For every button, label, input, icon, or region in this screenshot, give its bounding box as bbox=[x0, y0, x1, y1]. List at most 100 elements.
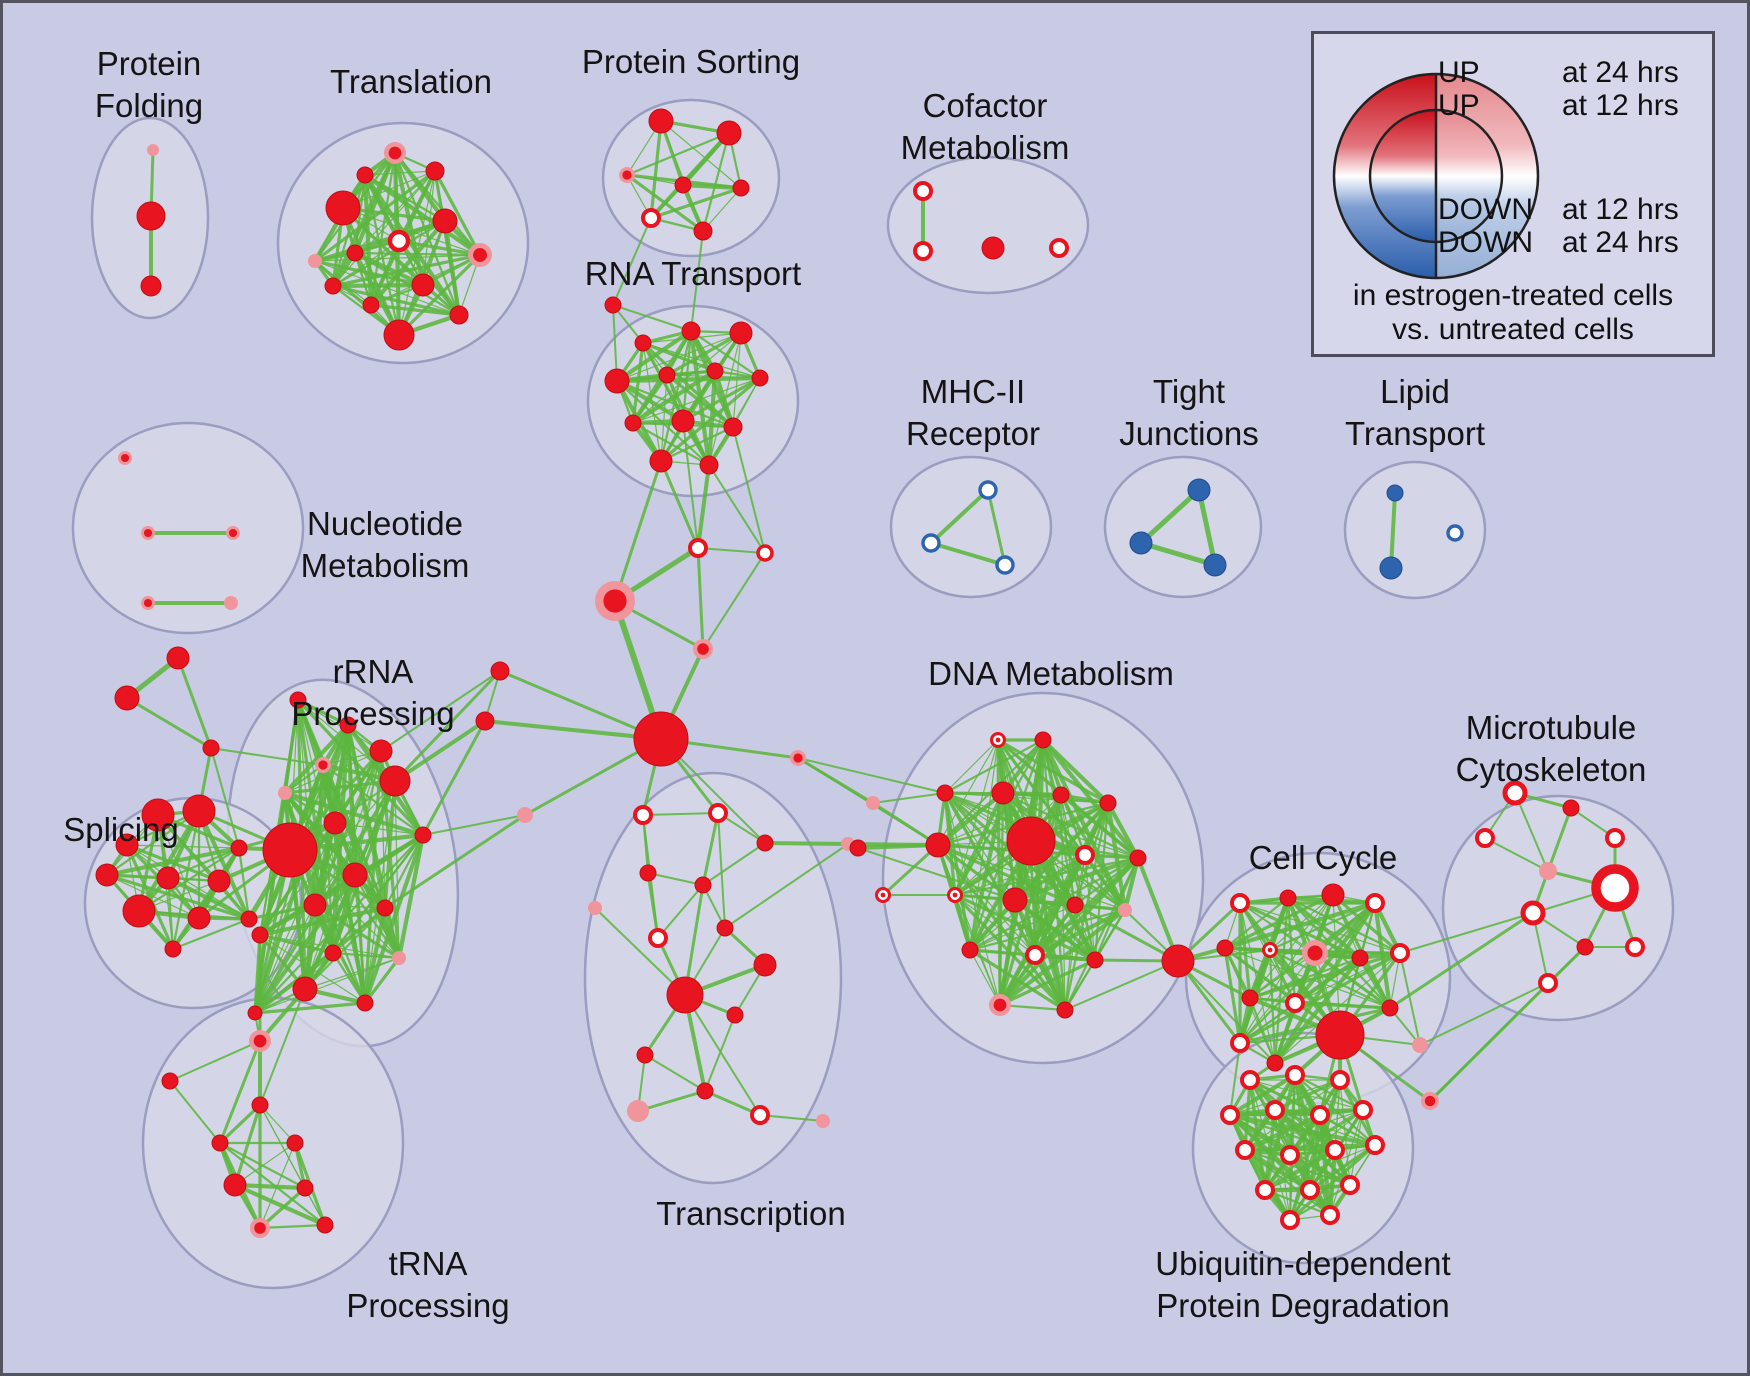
cluster-microtubule-cytoskeleton bbox=[1441, 794, 1675, 1022]
node-up bbox=[1216, 939, 1234, 957]
network-edge bbox=[929, 541, 1007, 567]
node-up-ring bbox=[387, 229, 411, 253]
node-up bbox=[991, 781, 1015, 805]
node-up bbox=[324, 277, 342, 295]
node-up bbox=[1315, 1010, 1365, 1060]
node-up-weak bbox=[147, 144, 159, 156]
node-up-ring bbox=[1320, 1205, 1340, 1225]
node-down bbox=[1379, 556, 1403, 580]
network-edge bbox=[364, 170, 436, 176]
node-up bbox=[1006, 816, 1056, 866]
node-up bbox=[753, 953, 777, 977]
node-up-dot bbox=[952, 892, 958, 898]
node-up-ring bbox=[708, 803, 728, 823]
node-up bbox=[1351, 949, 1369, 967]
network-edge bbox=[1063, 856, 1140, 1012]
network-edge bbox=[498, 669, 663, 741]
network-edge bbox=[218, 1039, 262, 1145]
network-edge bbox=[612, 304, 692, 332]
network-edge bbox=[1269, 894, 1334, 951]
network-edge bbox=[313, 259, 425, 287]
network-edge bbox=[636, 1089, 707, 1113]
node-up-ring bbox=[1049, 238, 1069, 258]
network-edge bbox=[642, 812, 719, 816]
network-edge bbox=[614, 375, 763, 384]
node-up-ring bbox=[1340, 1175, 1360, 1195]
node-up bbox=[1086, 951, 1104, 969]
network-edge bbox=[1331, 893, 1402, 955]
node-down-ring bbox=[995, 555, 1015, 575]
node-up-core bbox=[388, 146, 402, 160]
network-edge bbox=[1273, 1078, 1342, 1112]
node-up-ring bbox=[1285, 993, 1305, 1013]
network-edge bbox=[176, 656, 213, 750]
legend: UP at 24 hrs UP at 12 hrs DOWN at 12 hrs… bbox=[1311, 31, 1715, 357]
network-edge bbox=[352, 250, 426, 288]
node-down bbox=[1129, 531, 1153, 555]
network-edge bbox=[393, 719, 487, 783]
node-up-ring bbox=[1025, 945, 1045, 965]
network-edge bbox=[649, 119, 663, 220]
network-edge bbox=[166, 846, 241, 880]
network-edge bbox=[331, 951, 367, 1005]
network-edge bbox=[1136, 856, 1180, 963]
network-edge bbox=[703, 1089, 762, 1117]
network-edge bbox=[433, 169, 482, 257]
network-edge bbox=[872, 792, 946, 804]
node-up bbox=[262, 822, 318, 878]
network-edge bbox=[944, 739, 999, 794]
node-up-ring bbox=[1230, 893, 1250, 913]
network-edge bbox=[397, 253, 482, 337]
network-edge bbox=[330, 150, 398, 289]
network-edge bbox=[252, 872, 358, 1016]
node-up bbox=[756, 834, 774, 852]
node-up bbox=[240, 910, 258, 928]
node-up-ring bbox=[1285, 1065, 1305, 1085]
node-up bbox=[202, 739, 220, 757]
node-up-core bbox=[120, 453, 130, 463]
node-up bbox=[1241, 989, 1259, 1007]
node-up-weak bbox=[224, 596, 238, 610]
cluster-label-microtubule-cytoskeleton: Cytoskeleton bbox=[1456, 751, 1647, 788]
node-up bbox=[156, 866, 180, 890]
network-edge bbox=[682, 420, 699, 549]
network-edge bbox=[259, 1104, 296, 1144]
network-edge bbox=[684, 994, 761, 1116]
up-down-color-scale-icon bbox=[1332, 72, 1540, 280]
node-up-ring bbox=[1310, 1105, 1330, 1125]
cluster-tight-junctions bbox=[1103, 455, 1263, 599]
node-up-core bbox=[143, 598, 153, 608]
network-edge bbox=[1223, 946, 1242, 1045]
network-edge bbox=[304, 957, 400, 990]
node-up bbox=[383, 319, 415, 351]
node-up bbox=[303, 893, 327, 917]
network-edge bbox=[1196, 487, 1218, 568]
node-up bbox=[356, 166, 374, 184]
cluster-label-dna-metabolism: DNA Metabolism bbox=[928, 655, 1174, 692]
node-layer bbox=[95, 108, 1645, 1238]
network-edge bbox=[1288, 1183, 1352, 1222]
node-up bbox=[376, 899, 394, 917]
node-up-ring bbox=[756, 544, 774, 562]
node-up bbox=[633, 711, 689, 767]
node-up bbox=[475, 711, 495, 731]
node-up-weak bbox=[308, 254, 322, 268]
node-up-weak bbox=[1539, 862, 1557, 880]
node-up-core bbox=[253, 1034, 267, 1048]
network-edge bbox=[708, 464, 766, 554]
network-edge bbox=[701, 811, 720, 887]
network-edge bbox=[126, 844, 240, 849]
node-up-core bbox=[993, 998, 1007, 1012]
node-up bbox=[251, 1096, 269, 1114]
node-up bbox=[648, 108, 674, 134]
node-up bbox=[432, 208, 458, 234]
network-edge bbox=[1242, 1112, 1323, 1153]
legend-time-up-24: at 24 hrs bbox=[1562, 56, 1679, 89]
network-edge bbox=[232, 1182, 328, 1228]
node-up-ring bbox=[688, 538, 708, 558]
cluster-cofactor-metabolism bbox=[886, 155, 1090, 295]
node-up bbox=[1066, 896, 1084, 914]
node-up-ring bbox=[1625, 937, 1645, 957]
network-edge bbox=[644, 1054, 706, 1092]
